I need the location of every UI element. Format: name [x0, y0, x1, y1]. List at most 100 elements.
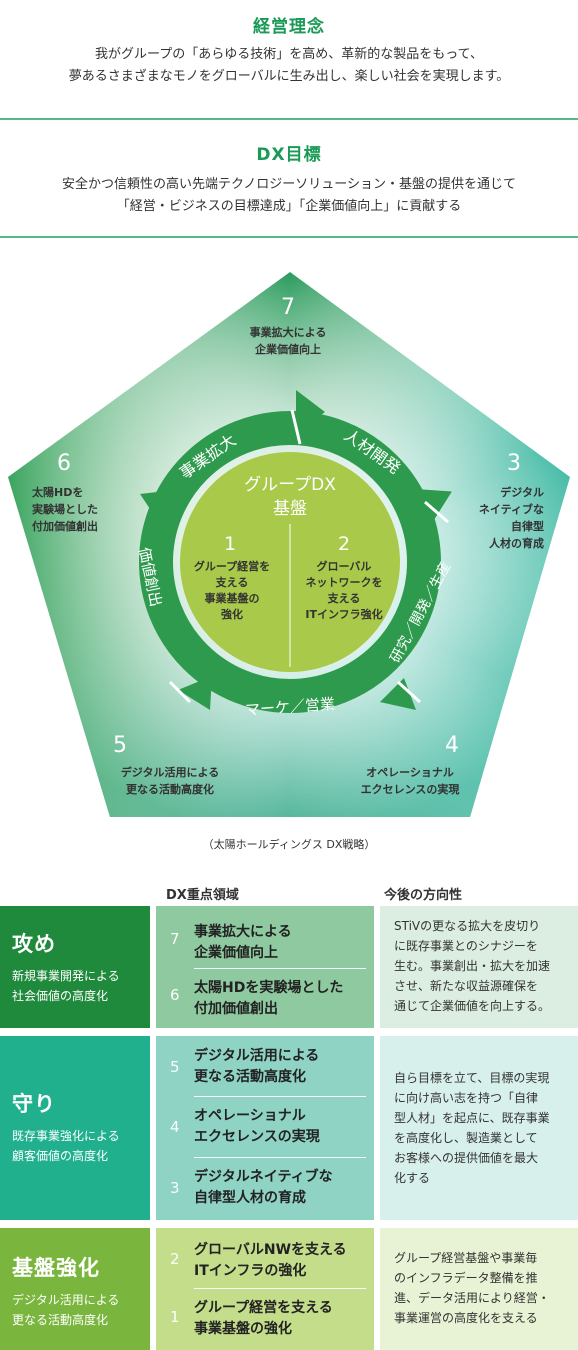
category-attack: 攻め 新規事業開発による 社会価値の高度化	[0, 906, 150, 1028]
focus-line: 付加価値創出	[194, 1001, 278, 1017]
dx-goal-line-2: 「経営・ビジネスの目標達成」「企業価値向上」に貢献する	[116, 199, 462, 214]
category-defend-sub: 顧客価値の高度化	[12, 1149, 109, 1163]
dx-goal-text: 安全かつ信頼性の高い先端テクノロジーソリューション・基盤の提供を通じて 「経営・…	[0, 174, 578, 218]
focus-attack: 7 事業拡大による企業価値向上 6 太陽HDを実験場とした付加価値創出	[156, 906, 374, 1028]
dx-goal-title: DX目標	[256, 145, 322, 165]
category-base: 基盤強化 デジタル活用による 更なる活動高度化	[0, 1228, 150, 1350]
point-6-line: 実験場とした	[32, 502, 98, 516]
focus-num: 1	[170, 1308, 180, 1326]
philosophy-text: 我がグループの「あらゆる技術」を高め、革新的な製品をもって、 夢あるさまざまなモ…	[0, 44, 578, 88]
focus-separator	[194, 1157, 366, 1158]
direction-line: お客様への提供価値を最大	[394, 1151, 539, 1165]
point-5-line: 更なる活動高度化	[126, 782, 214, 796]
dx-goal-line-1: 安全かつ信頼性の高い先端テクノロジーソリューション・基盤の提供を通じて	[62, 177, 516, 192]
center-left-line: 強化	[221, 607, 243, 621]
focus-text: デジタル活用による更なる活動高度化	[194, 1046, 319, 1088]
direction-base: グループ経営基盤や事業毎 のインフラデータ整備を推 進、データ活用により経営・ …	[380, 1228, 578, 1350]
focus-line: 自律型人材の育成	[194, 1190, 306, 1206]
direction-line: グループ経営基盤や事業毎	[394, 1251, 538, 1265]
focus-separator	[194, 1096, 366, 1097]
focus-line: オペレーショナル	[194, 1108, 306, 1124]
center-right-line: ITインフラ強化	[305, 607, 382, 621]
focus-line: 企業価値向上	[194, 945, 278, 961]
point-7-line: 企業価値向上	[254, 342, 321, 356]
focus-line: 太陽HDを実験場とした	[194, 980, 344, 996]
point-4-line: エクセレンスの実現	[361, 782, 460, 796]
direction-defend-text: 自ら目標を立て、目標の実現 に向け高い志を持つ「自律 型人材」を起点に、既存事業…	[394, 1068, 550, 1188]
ring-arrow-head	[178, 676, 212, 710]
direction-base-text: グループ経営基盤や事業毎 のインフラデータ整備を推 進、データ活用により経営・ …	[394, 1248, 550, 1328]
focus-separator	[194, 968, 366, 969]
ring-separator	[290, 409, 302, 445]
focus-num: 4	[170, 1118, 180, 1136]
point-3-line: 自律型	[511, 519, 544, 533]
direction-attack-text: STiVの更なる拡大を皮切り に既存事業とのシナジーを 生む。事業創出・拡大を加…	[394, 916, 550, 1016]
point-7-line: 事業拡大による	[250, 325, 327, 339]
point-4-line: オペレーショナル	[366, 766, 454, 779]
point-6-line: 太陽HDを	[31, 485, 83, 499]
point-4-num: 4	[445, 733, 459, 758]
center-left-line: 事業基盤の	[205, 591, 260, 605]
direction-line: 生む。事業創出・拡大を加速	[394, 959, 551, 973]
point-3-line: デジタル	[500, 485, 544, 499]
center-title-line-2: 基盤	[273, 499, 307, 519]
category-base-sub: 更なる活動高度化	[12, 1313, 109, 1327]
focus-line: エクセレンスの実現	[194, 1129, 320, 1145]
focus-text: 太陽HDを実験場とした付加価値創出	[194, 978, 343, 1020]
column-header-focus: DX重点領域	[166, 888, 239, 903]
focus-item: 4 オペレーショナルエクセレンスの実現	[156, 1100, 374, 1156]
ring-separator	[396, 680, 422, 704]
center-left-num: 1	[224, 533, 236, 555]
focus-line: 事業拡大による	[194, 924, 292, 940]
direction-defend: 自ら目標を立て、目標の実現 に向け高い志を持つ「自律 型人材」を起点に、既存事業…	[380, 1036, 578, 1220]
category-attack-sub: 社会価値の高度化	[12, 989, 109, 1003]
category-base-sub: デジタル活用による	[12, 1293, 120, 1307]
focus-item: 6 太陽HDを実験場とした付加価値創出	[156, 972, 374, 1026]
direction-line: 型人材」を起点に、既存事業	[394, 1111, 550, 1125]
focus-line: 事業基盤の強化	[194, 1321, 292, 1337]
direction-line: 事業運営の高度化を支える	[394, 1311, 538, 1325]
focus-text: デジタルネイティブな自律型人材の育成	[194, 1167, 333, 1209]
category-base-title: 基盤強化	[12, 1256, 100, 1280]
category-attack-sub: 新規事業開発による	[12, 969, 120, 983]
ring-arrow-head	[140, 490, 174, 524]
ring-arrow-head	[380, 678, 416, 710]
center-right-line: グローバル	[317, 559, 372, 573]
direction-line: 通じて企業価値を向上する。	[394, 999, 551, 1013]
center-left-line: グループ経営を	[194, 559, 270, 573]
category-defend-sub: 既存事業強化による	[12, 1129, 120, 1143]
focus-item: 7 事業拡大による企業価値向上	[156, 916, 374, 970]
focus-line: 更なる活動高度化	[194, 1069, 306, 1085]
center-right-line: 支える	[327, 591, 361, 605]
point-3-line: ネイティブな	[479, 502, 544, 516]
point-5-num: 5	[113, 733, 127, 758]
diagram-caption: （太陽ホールディングス DX戦略）	[202, 838, 376, 851]
ring-separator	[424, 500, 449, 524]
philosophy-line-1: 我がグループの「あらゆる技術」を高め、革新的な製品をもって、	[95, 47, 483, 62]
philosophy-title: 経営理念	[253, 17, 325, 37]
direction-attack: STiVの更なる拡大を皮切り に既存事業とのシナジーを 生む。事業創出・拡大を加…	[380, 906, 578, 1028]
focus-text: オペレーショナルエクセレンスの実現	[194, 1106, 320, 1148]
category-defend-title: 守り	[12, 1092, 56, 1116]
dx-strategy-diagram: グループDX 基盤 1 グループ経営を 支える 事業基盤の 強化 2 グローバル…	[8, 272, 570, 817]
focus-line: デジタルネイティブな	[194, 1169, 333, 1185]
ring-arrow-head	[296, 390, 325, 434]
focus-num: 3	[170, 1179, 180, 1197]
direction-line: させ、新たな収益源確保を	[394, 979, 539, 993]
focus-text: グループ経営を支える事業基盤の強化	[194, 1298, 333, 1340]
point-6-line: 付加価値創出	[32, 519, 98, 533]
column-header-direction: 今後の方向性	[384, 888, 463, 903]
focus-line: グループ経営を支える	[194, 1300, 333, 1316]
focus-line: デジタル活用による	[194, 1048, 320, 1064]
center-right-num: 2	[338, 533, 350, 555]
focus-num: 7	[170, 930, 180, 948]
point-7-num: 7	[281, 295, 295, 320]
philosophy-line-2: 夢あるさまざまなモノをグローバルに生み出し、楽しい社会を実現します。	[68, 69, 510, 84]
direction-line: のインフラデータ整備を推	[394, 1271, 538, 1285]
focus-defend: 5 デジタル活用による更なる活動高度化 4 オペレーショナルエクセレンスの実現 …	[156, 1036, 374, 1220]
direction-line: STiVの更なる拡大を皮切り	[394, 919, 541, 933]
focus-item: 1 グループ経営を支える事業基盤の強化	[156, 1292, 374, 1346]
direction-line: に既存事業とのシナジーを	[394, 939, 538, 953]
